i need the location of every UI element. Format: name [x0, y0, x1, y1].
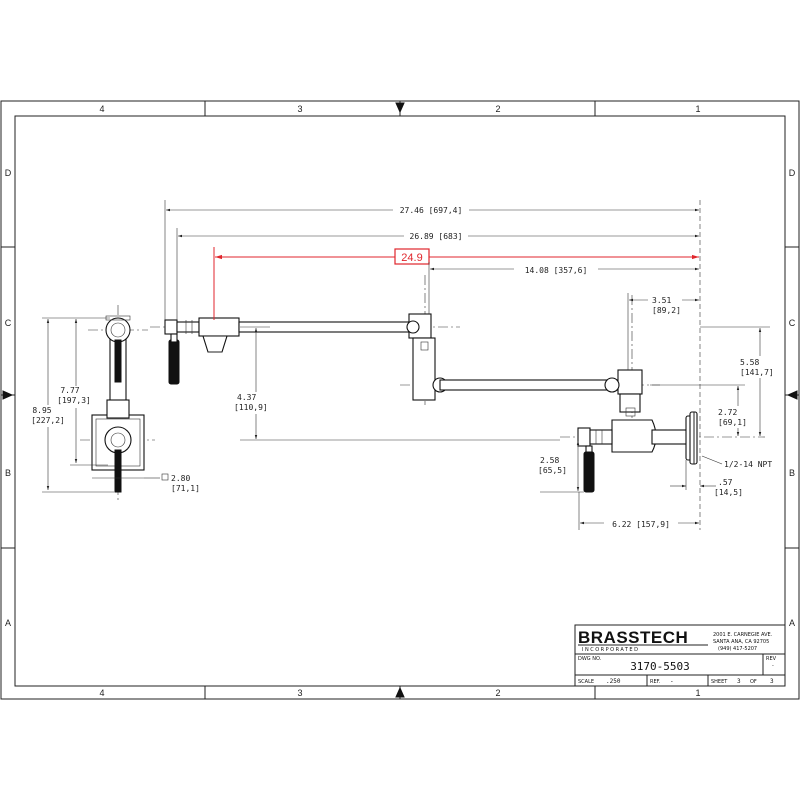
side-bottom-joint [104, 426, 132, 454]
address-line-1: 2001 E. CARNEGIE AVE. [713, 632, 773, 638]
center-mark-top [395, 102, 405, 114]
dim-side-height-outer-mm: [227,2] [31, 416, 65, 425]
dim-handle-height-mm: [65,5] [538, 466, 567, 475]
center-mark-right [786, 390, 798, 400]
dim-flange-height-mm: [69,1] [718, 418, 747, 427]
zone-left-a: A [5, 618, 11, 628]
zone-top-4: 4 [99, 104, 104, 114]
wall-mount-body [611, 419, 657, 453]
of-label: OF [750, 679, 757, 685]
dim-thread: 1/2-14 NPT [724, 460, 772, 469]
dim-height-right: 5.58 [740, 358, 759, 367]
zone-left-b: B [5, 468, 11, 478]
rev-value: - [772, 663, 774, 669]
zone-bottom-1: 1 [695, 688, 700, 698]
dim-side-height-inner: 7.77 [60, 386, 79, 395]
center-mark-bottom [395, 686, 405, 698]
top-dimensions: 27.46 [697,4] 26.89 [683] 24.9 14.08 [35… [164, 200, 776, 530]
dim-square-plate-mm: [71,1] [171, 484, 200, 493]
dim-arm-length: 26.89 [683] [410, 232, 463, 241]
sheet-label: SHEET [711, 679, 728, 685]
dim-side-height-outer: 8.95 [32, 406, 51, 415]
company-sub: INCORPORATED [582, 647, 639, 653]
zone-labels: 4 3 2 1 4 3 2 1 D C B A D C B A [5, 104, 796, 698]
scale-label: SCALE [578, 679, 594, 685]
dim-handle-height: 2.58 [540, 456, 559, 465]
dim-overall-length: 27.46 [697,4] [400, 206, 463, 215]
center-mark-left [2, 390, 14, 400]
dwg-no: 3170-5503 [630, 660, 690, 673]
dim-height-right-mm: [141,7] [740, 368, 774, 377]
wall-handle [583, 451, 595, 493]
arm-lower [439, 379, 621, 391]
spout-handle [168, 339, 180, 385]
top-view [150, 275, 765, 493]
highlight-box [394, 248, 430, 265]
dim-flange-depth: .57 [718, 478, 733, 487]
sheet-value: 3 [737, 678, 741, 685]
side-view [80, 305, 155, 500]
dim-base-length: 6.22 [157,9] [612, 520, 670, 529]
zone-right-c: C [789, 318, 796, 328]
zone-right-d: D [789, 168, 796, 178]
dim-flange-depth-mm: [14,5] [714, 488, 743, 497]
title-block: BRASSTECH INCORPORATED 2001 E. CARNEGIE … [574, 624, 786, 687]
joint-vertical [412, 337, 436, 401]
zone-left-c: C [5, 318, 12, 328]
dim-drop: 4.37 [237, 393, 256, 402]
dim-highlight-value: 24.9 [401, 252, 422, 264]
side-top-joint [105, 317, 131, 343]
elbow-joint-lower [617, 369, 643, 395]
dim-drop-mm: [110,9] [234, 403, 268, 412]
dwg-no-label: DWG NO. [578, 656, 602, 662]
drawing-border [0, 100, 800, 700]
zone-right-a: A [789, 618, 795, 628]
spout-tip [164, 319, 178, 335]
ref-label: REF. [650, 679, 661, 685]
zone-bottom-3: 3 [297, 688, 302, 698]
zone-left-d: D [5, 168, 12, 178]
ref-value: - [670, 678, 674, 685]
dim-offset-top: 3.51 [652, 296, 671, 305]
spout-valve-body [198, 317, 240, 337]
dim-swing-length: 14.08 [357,6] [525, 266, 588, 275]
side-handle-top [114, 339, 122, 383]
zone-top-3: 3 [297, 104, 302, 114]
square-symbol-icon [161, 473, 169, 481]
dim-square-plate: 2.80 [171, 474, 190, 483]
zone-right-b: B [789, 468, 795, 478]
company-name: BRASSTECH [578, 628, 688, 647]
address-line-2: SANTA ANA, CA 92705 [713, 639, 769, 645]
dim-offset-top-mm: [89,2] [652, 306, 681, 315]
zone-bottom-2: 2 [495, 688, 500, 698]
zone-bottom-4: 4 [99, 688, 104, 698]
scale-value: .250 [606, 678, 621, 685]
dim-side-height-inner-mm: [197,3] [57, 396, 91, 405]
dim-flange-height: 2.72 [718, 408, 737, 417]
zone-top-1: 1 [695, 104, 700, 114]
sheets-total: 3 [770, 678, 774, 685]
rev-label: REV [766, 656, 777, 662]
spout-aerator [202, 335, 228, 353]
side-handle-bottom [114, 449, 122, 493]
zone-top-2: 2 [495, 104, 500, 114]
side-dimensions: 7.77 [197,3] 8.95 [227,2] 2.80 [71,1] [30, 317, 200, 493]
phone-number: (949) 417-5207 [718, 646, 757, 652]
